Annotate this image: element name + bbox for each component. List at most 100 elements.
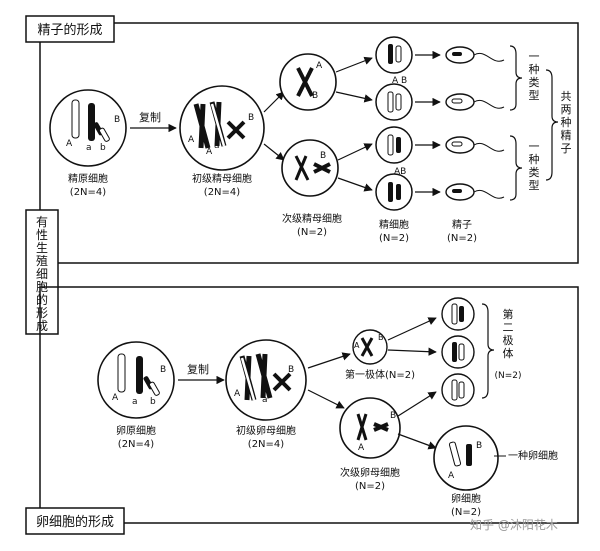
primary-oocyte-cell: A a B [225,339,307,421]
arrow-sec1-to-st1 [335,56,373,73]
oogonium-gene-b: b [150,397,156,407]
primary-spermatocyte-gene-A2: A [206,147,213,157]
polar-label: 第二极体 [503,307,514,360]
sperm-brace-top [509,45,523,111]
sperm-3 [445,136,505,154]
spermatid-3 [375,126,413,164]
primary-spermatocyte-ploidy: (2N=4) [204,187,240,198]
primary-spermatocyte-cell: A A a B [179,85,265,171]
oogonium-ploidy: (2N=4) [118,439,154,450]
egg-name: 卵细胞 [451,492,481,505]
secondary-oocyte-gene-B: B [390,411,396,421]
spermatogonium-gene-B: B [114,115,120,125]
polar-ploidy: (N=2) [494,371,521,381]
secondary-oocyte-ploidy: (N=2) [355,481,385,492]
oogonium-gene-A: A [112,393,119,403]
side-label-box: 有性生殖细胞的形成 [25,209,59,335]
primary-oocyte-name: 初级卵母细胞 [236,424,296,437]
egg-title: 卵细胞的形成 [36,514,114,530]
spermatogonium-gene-a: a [86,143,92,153]
sperm-type-bottom: 一种类型 [529,140,540,192]
spermatid-label-bottom: AB [394,167,406,177]
oogonium-name: 卵原细胞 [116,424,156,437]
spermatogonium-gene-b: b [100,143,106,153]
sperm-1 [445,46,505,64]
arrow-sec2-to-st3 [337,143,373,161]
primary-oocyte-gene-B: B [288,365,294,375]
spermatid-name: 精细胞 [379,218,409,231]
spermatid-4 [375,173,413,211]
egg-formation-panel: 卵细胞的形成 A a b B 卵原细胞 (2N=4) 复制 A a B [25,286,579,535]
primary-spermatocyte-gene-B1: B [248,113,254,123]
sperm-name: 精子 [452,218,472,231]
oogonium-gene-B: B [160,365,166,375]
spermatid-ploidy: (N=2) [379,233,409,244]
secondary-oocyte-cell: A B [339,397,401,459]
egg-cell: A B [433,425,499,491]
polar-brace [481,303,495,399]
arrow-polar-to-p1 [387,317,437,341]
sperm-2 [445,93,505,111]
secondary-spermatocyte-top: A B [279,53,337,111]
spermatid-label-top: A B [392,76,407,86]
first-polar-gene-A: A [354,341,360,350]
spermatogonium-name: 精原细胞 [68,172,108,185]
sperm-panel-frame [39,22,579,264]
sperm-arrow-to-sec-top [263,91,285,113]
first-polar-gene-B: B [378,333,384,342]
secondary-spermatocyte-bottom: B [281,139,339,197]
oogonium-cell: A a b B [97,341,175,419]
arrow-sec2-to-st4 [337,177,373,192]
primary-oocyte-gene-A: A [234,389,241,399]
sperm-brace-bottom [509,135,523,201]
second-polar-body-3 [441,373,475,407]
egg-title-box [25,507,125,535]
sperm-type-top: 一种类型 [529,50,540,102]
arrow-polar-to-p2 [387,347,437,356]
sperm-arrow-to-sec-bottom [263,143,285,161]
sperm-title: 精子的形成 [37,22,102,38]
egg-replication-label: 复制 [187,362,209,376]
first-polar-body: A B [352,329,388,365]
sperm-total-label: 共两种精子 [561,90,572,155]
arrow-po-to-so [307,389,345,409]
oogonium-gene-a: a [132,397,138,407]
sperm-ploidy: (N=2) [447,233,477,244]
first-polar-name: 第一极体(N=2) [345,368,415,381]
primary-spermatocyte-gene-a1: a [214,141,220,151]
sperm-4 [445,183,505,201]
primary-spermatocyte-gene-A1: A [188,135,195,145]
arrow-so-to-p3 [397,391,437,417]
egg-gene-A: A [448,471,455,481]
secondary-spermatocyte-name: 次级精母细胞 [282,212,342,225]
egg-panel-frame [39,286,579,524]
second-polar-body-2 [441,335,475,369]
sec-spermatocyte-gene-B: B [312,91,318,101]
egg-gene-B: B [476,441,482,451]
sperm-replication-label: 复制 [139,110,161,124]
egg-label: 一种卵细胞 [508,449,558,462]
sperm-title-box [25,15,115,43]
spermatogonium-ploidy: (2N=4) [70,187,106,198]
secondary-oocyte-gene-A: A [358,443,365,453]
egg-ploidy: (N=2) [451,507,481,518]
sec-spermatocyte-gene-A: A [316,61,323,71]
sperm-formation-panel: 精子的形成 A a b B 精原细胞 (2N=4) 复制 A A a [25,15,579,264]
secondary-oocyte-name: 次级卵母细胞 [340,466,400,479]
secondary-spermatocyte-ploidy: (N=2) [297,227,327,238]
spermatogonium-cell: A a b B [49,89,127,167]
arrow-sec1-to-st2 [335,91,373,103]
sec-spermatocyte-gene-B2: B [320,151,326,161]
watermark: 知乎 @沐阳花木 [470,517,558,532]
primary-spermatocyte-name: 初级精母细胞 [192,172,252,185]
spermatid-1 [375,36,413,74]
side-label: 有性生殖细胞的形成 [36,215,48,333]
primary-oocyte-gene-a: a [262,395,268,405]
spermatid-2 [375,83,413,121]
arrow-so-to-egg [397,433,437,450]
spermatogonium-gene-A: A [66,139,73,149]
primary-oocyte-ploidy: (2N=4) [248,439,284,450]
arrow-po-to-polar [307,352,351,369]
second-polar-body-1 [441,297,475,331]
